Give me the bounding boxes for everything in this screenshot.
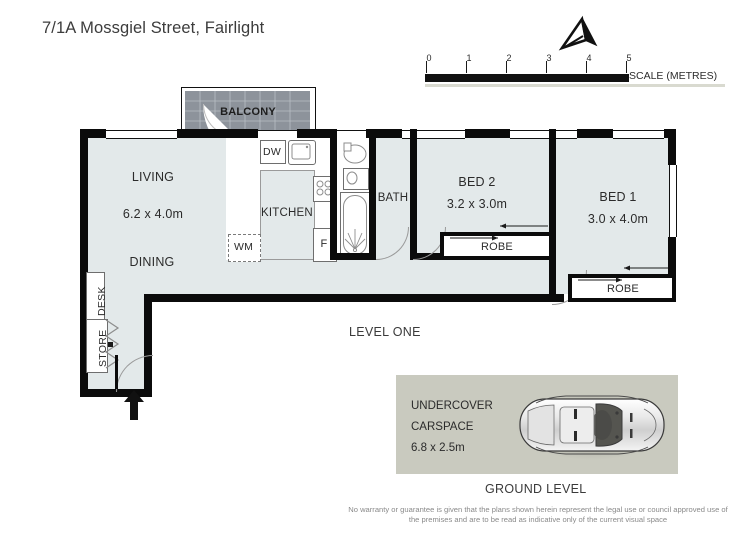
kitchen-island — [260, 170, 315, 260]
fixture-label-wm: WM — [233, 241, 254, 253]
scale-tick-3: 3 — [546, 53, 552, 63]
room-label-living: LIVING — [131, 170, 175, 184]
wall-bath-bottom — [330, 253, 376, 260]
scale-label: SCALE (METRES) — [629, 70, 718, 82]
carspace-line1: UNDERCOVER — [411, 400, 493, 412]
fixture-label-desk: DESK — [96, 286, 108, 316]
wall-top-3 — [297, 129, 333, 138]
robe-bed1-body — [572, 278, 672, 300]
window-right-bed1 — [669, 165, 677, 237]
wall-robe2-bottom — [440, 256, 552, 260]
window-top-living — [106, 130, 177, 139]
wall-right-top — [668, 129, 676, 165]
window-top-bed1-b — [613, 130, 664, 139]
scale-tick-5: 5 — [626, 53, 632, 63]
page-title: 7/1A Mossgiel Street, Fairlight — [42, 19, 265, 37]
washing-machine-fixture — [228, 234, 261, 262]
wall-top-5 — [465, 129, 510, 138]
scale-bar-fill — [425, 74, 629, 82]
room-dims-living: 6.2 x 4.0m — [122, 207, 184, 221]
floor-main — [85, 134, 675, 294]
north-arrow-icon — [552, 14, 606, 58]
wall-top-2 — [177, 129, 213, 138]
kitchen-sink — [288, 140, 316, 165]
dishwasher-fixture — [260, 140, 286, 164]
scale-tick-0: 0 — [426, 53, 432, 63]
entry-door-leaf — [115, 355, 118, 389]
wall-left-lower — [80, 269, 88, 397]
wall-bed2-right — [549, 129, 556, 302]
wall-top-4 — [366, 129, 402, 138]
fixture-label-dw: DW — [263, 146, 281, 158]
scale-ticks: 0 1 2 3 4 5 — [425, 53, 632, 73]
fixture-label-robe-bed2: ROBE — [481, 241, 513, 253]
room-label-bath: BATH — [377, 192, 409, 204]
wall-right-bottom — [668, 237, 676, 302]
room-label-dining: DINING — [129, 255, 175, 269]
scale-tick-4: 4 — [586, 53, 592, 63]
room-label-bed2: BED 2 — [458, 175, 496, 189]
room-dims-bed1: 3.0 x 4.0m — [587, 212, 649, 226]
fixture-label-robe-bed1: ROBE — [607, 283, 639, 295]
store-bifold-doors — [104, 319, 120, 369]
carspace-line2: CARSPACE — [411, 421, 474, 433]
room-label-kitchen: KITCHEN — [261, 207, 313, 219]
wall-bath-right — [369, 129, 376, 260]
wall-entry-bottom — [80, 389, 152, 397]
store-fixture — [86, 319, 108, 373]
wall-robe2-top — [440, 232, 552, 236]
wall-robe1-bottom — [568, 298, 676, 302]
wall-bottom-main — [144, 294, 556, 302]
wall-top-1 — [80, 129, 106, 138]
carspace-dimensions: 6.8 x 2.5m — [411, 442, 465, 454]
robe-bed2-slide-arrows — [450, 223, 548, 241]
wall-robe1-top — [568, 274, 672, 278]
entry-arrow-icon — [124, 390, 144, 420]
carspace-panel: UNDERCOVER CARSPACE 6.8 x 2.5m — [396, 375, 678, 474]
window-top-bed2 — [402, 130, 465, 139]
robe-bed1-slide-arrows — [578, 265, 668, 283]
wall-left-upper — [80, 129, 88, 269]
scale-bar: 0 1 2 3 4 5 SCALE (METRES) — [425, 53, 725, 87]
room-dims-bed2: 3.2 x 3.0m — [446, 197, 508, 211]
bathtub-fixture — [340, 192, 372, 260]
car-illustration — [516, 394, 668, 460]
basin-fixture — [343, 168, 369, 190]
disclaimer-text: No warranty or guarantee is given that t… — [348, 505, 728, 525]
scale-bar-underline — [425, 84, 725, 87]
wall-top-balcony-opening — [213, 129, 258, 138]
wall-bath-left — [330, 129, 337, 260]
room-label-bed1: BED 1 — [599, 190, 637, 204]
ground-level-label: GROUND LEVEL — [485, 482, 587, 496]
wall-robe1-left — [568, 277, 572, 302]
wall-bed2-left — [410, 129, 417, 260]
fixture-label-fridge: F — [320, 238, 328, 250]
wall-top-6 — [577, 129, 613, 138]
wall-entry-right — [144, 294, 152, 397]
window-top-bed1 — [510, 130, 577, 139]
wall-robe2-left — [440, 235, 444, 260]
scale-tick-1: 1 — [466, 53, 472, 63]
robe-bed2-body — [444, 236, 549, 258]
toilet-fixture — [343, 142, 367, 164]
scale-tick-2: 2 — [506, 53, 512, 63]
level-one-label: LEVEL ONE — [349, 325, 421, 339]
